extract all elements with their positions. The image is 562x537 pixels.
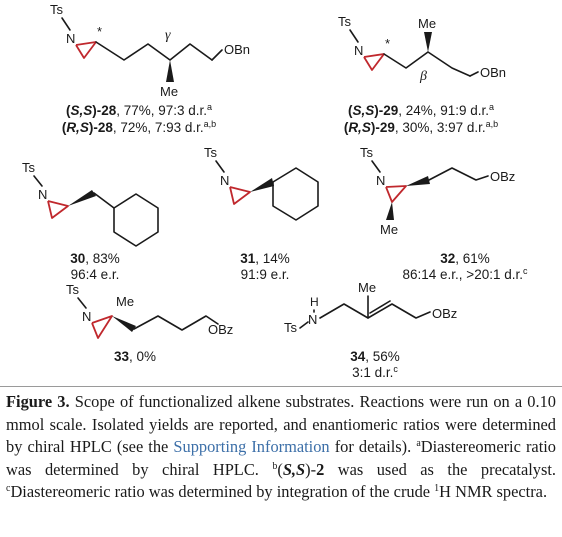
obn-label: OBn xyxy=(224,42,250,57)
n-label: N xyxy=(376,173,385,188)
structure-33: Ts N Me OBz xyxy=(66,282,233,339)
structure-32: Ts N OBz Me xyxy=(360,145,515,237)
structure-29: Ts N * Me β OBn xyxy=(338,14,506,84)
me-label: Me xyxy=(116,294,134,309)
obn-label: OBn xyxy=(480,65,506,80)
stereo-star: * xyxy=(97,24,102,39)
ts-label: Ts xyxy=(204,145,218,160)
me-label: Me xyxy=(380,222,398,237)
ts-label: Ts xyxy=(284,320,298,335)
obz-label: OBz xyxy=(208,322,233,337)
structure-28: Ts N * Me γ OBn xyxy=(50,2,250,99)
me-label: Me xyxy=(160,84,178,99)
ts-label: Ts xyxy=(360,145,374,160)
structure-31: Ts N xyxy=(204,145,319,221)
caption-28-line1: (S,S)-28, 77%, 97:3 d.r.a xyxy=(65,102,213,119)
caption-28-line2: (R,S)-28, 72%, 7:93 d.r.a,b xyxy=(61,119,217,136)
me-label: Me xyxy=(418,16,436,31)
obz-label: OBz xyxy=(432,306,457,321)
gamma-label: γ xyxy=(165,28,171,43)
ts-label: Ts xyxy=(66,282,80,297)
figure-caption: Figure 3. Scope of functionalized alkene… xyxy=(6,392,556,502)
obz-label: OBz xyxy=(490,169,515,184)
ts-label: Ts xyxy=(50,2,64,17)
ts-label: Ts xyxy=(22,160,36,175)
n-label: N xyxy=(66,31,75,46)
caption-34-line2: 3:1 d.r.c xyxy=(352,364,398,381)
stereo-star: * xyxy=(385,36,390,51)
me-label: Me xyxy=(358,280,376,295)
figure-label: Figure 3. xyxy=(6,392,70,411)
caption-34-line1: 34, 56% xyxy=(350,349,400,364)
structure-34: Ts N H Me OBz xyxy=(284,280,457,335)
structure-30: Ts N xyxy=(22,160,159,247)
n-label: N xyxy=(220,173,229,188)
caption-30-line2: 96:4 e.r. xyxy=(70,267,120,282)
caption-30-line1: 30, 83% xyxy=(70,251,120,266)
caption-33-line1: 33, 0% xyxy=(113,349,157,364)
n-label: N xyxy=(308,312,317,327)
caption-29-line2: (R,S)-29, 30%, 3:97 d.r.a,b xyxy=(343,119,499,136)
caption-29-line1: (S,S)-29, 24%, 91:9 d.r.a xyxy=(347,102,495,119)
caption-32-line2: 86:14 e.r., >20:1 d.r.c xyxy=(402,266,528,283)
n-label: N xyxy=(82,309,91,324)
supporting-information-link[interactable]: Supporting Information xyxy=(173,437,330,457)
caption-32-line1: 32, 61% xyxy=(440,251,490,266)
caption-divider xyxy=(0,386,562,387)
caption-31-line2: 91:9 e.r. xyxy=(240,267,290,282)
beta-label: β xyxy=(419,69,427,84)
h-label: H xyxy=(310,295,319,309)
n-label: N xyxy=(354,43,363,58)
ts-label: Ts xyxy=(338,14,352,29)
n-label: N xyxy=(38,187,47,202)
caption-31-line1: 31, 14% xyxy=(240,251,290,266)
